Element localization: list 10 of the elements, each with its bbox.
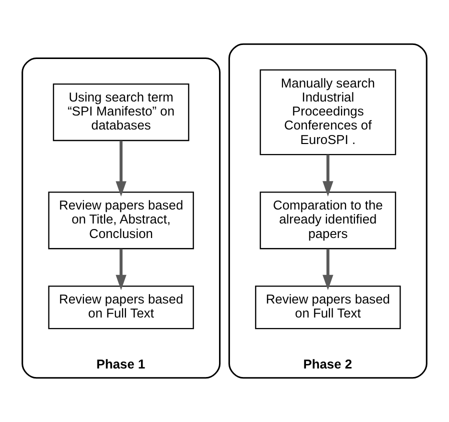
arrow <box>322 248 334 290</box>
arrow <box>116 248 126 290</box>
node-box: Comparation to the already identified papers <box>260 192 396 250</box>
node-box: Review papers based on Full Text <box>48 286 194 330</box>
node-box: Manually search Industrial Proceedings Conferences of EuroSPI . <box>260 69 396 156</box>
arrow <box>116 140 126 197</box>
arrow <box>322 154 334 196</box>
node-box: Review papers based on Full Text <box>255 286 401 330</box>
node-box: Review papers based on Title, Abstract, Conclusion <box>48 192 194 250</box>
node-box: Using search term “SPI Manifesto” on databases <box>52 83 190 142</box>
